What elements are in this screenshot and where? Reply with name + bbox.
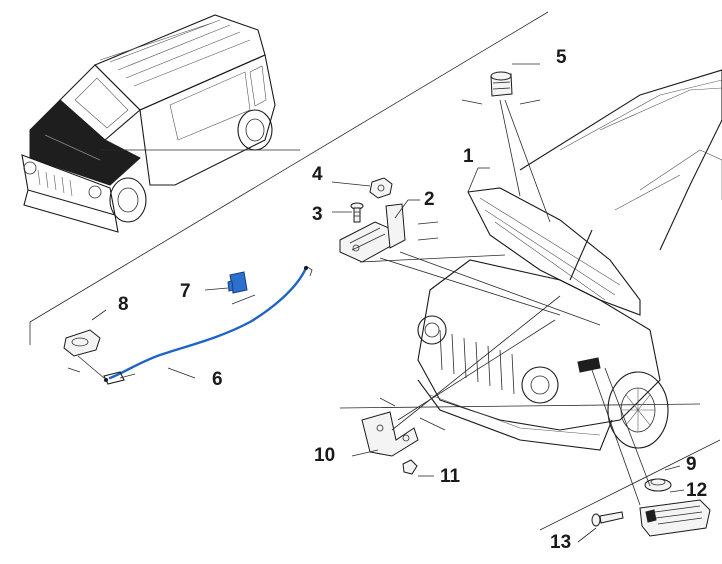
leader-5-brackets [461,99,541,105]
leader-8-tick [67,367,81,373]
callout-7: 7 [180,281,191,302]
callout-2: 2 [424,189,435,210]
leader-5a [499,99,521,197]
leader-10-brackets [379,397,446,431]
callout-8: 8 [118,294,129,315]
leader-5b [504,99,551,223]
leader-9 [664,465,681,471]
callout-13: 13 [550,532,571,553]
leader-2e [399,251,601,326]
leader-6 [167,367,196,379]
leader-6-top [231,294,256,305]
callout-12: 12 [686,480,707,501]
bump-stop-icon [644,478,672,492]
leader-4 [331,181,371,187]
nut-icon [369,177,393,199]
leader-1 [467,167,479,193]
leader-13 [577,527,597,543]
callout-4: 4 [312,164,323,185]
callout-1: 1 [463,146,474,167]
callout-5: 5 [556,47,567,68]
leader-2d [379,257,561,316]
hood-release-cable-icon [103,265,313,385]
hood-release-handle-icon [227,271,248,294]
leader-10c [391,295,561,431]
latch-marker-icon [577,357,601,373]
leader-10 [351,449,379,457]
callout-3: 3 [312,204,323,225]
leader-8 [91,309,107,321]
leader-12 [669,489,685,493]
small-nut-icon [402,459,418,475]
callout-10: 10 [314,445,335,466]
callout-11: 11 [440,466,461,487]
latch-block-icon [639,499,711,537]
leader-12b [591,369,641,506]
grommet-icon [63,329,101,357]
leader-9-12 [604,367,651,487]
callout-labels: 1 2 3 4 5 6 7 8 9 10 11 12 13 [118,47,707,553]
bumper-stop-icon [490,71,513,97]
bracket-icon [361,411,419,457]
leader-2b [394,199,409,219]
bolt-icon [350,202,364,223]
leader-7 [204,287,229,291]
vehicle-overview-icon [21,14,276,233]
callout-9: 9 [686,454,697,475]
leader-2c [359,254,506,263]
leader-10b [397,319,556,421]
leader-2-brackets [417,221,439,241]
section-dividers [29,11,721,531]
pin-icon [591,511,624,527]
main-vehicle-illustration [417,69,722,451]
leader-8b [77,355,105,379]
latch-assembly-icon [339,203,406,263]
callout-6: 6 [212,369,223,390]
